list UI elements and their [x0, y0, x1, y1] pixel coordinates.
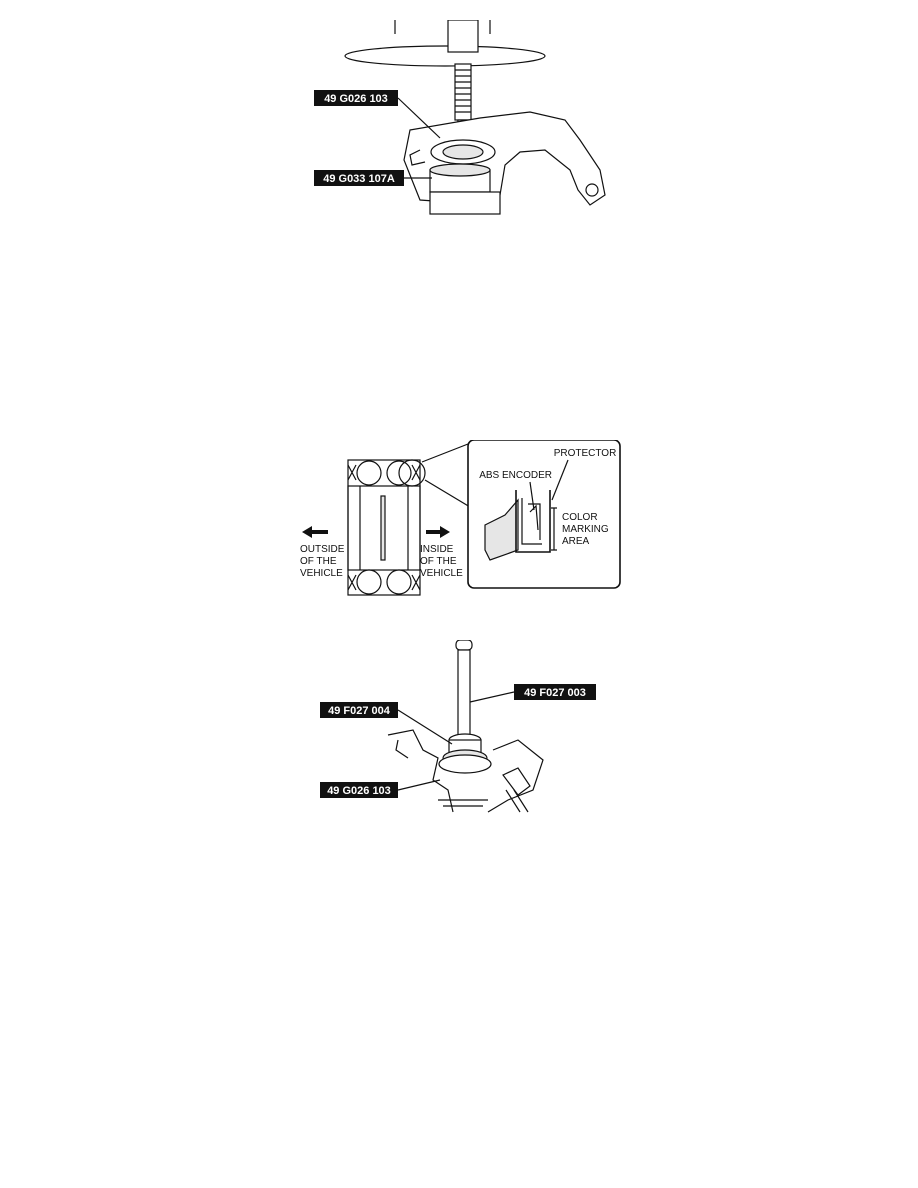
svg-text:49 F027 004: 49 F027 004	[328, 705, 391, 717]
svg-text:PROTECTOR: PROTECTOR	[554, 448, 617, 459]
svg-text:49 G033 107A: 49 G033 107A	[323, 173, 395, 185]
detail-leader	[421, 443, 476, 511]
callout-49-g026-103: 49 G026 103	[320, 779, 441, 798]
figure-press-installation: 49 G026 103 49 G033 107A	[314, 20, 606, 215]
installer-handle	[455, 640, 473, 741]
callout-49-f027-004: 49 F027 004	[320, 702, 453, 745]
press-frame	[394, 20, 491, 34]
press-plate	[344, 45, 546, 67]
svg-text:MARKING: MARKING	[562, 524, 609, 535]
label-inside: INSIDE OF THE VEHICLE	[420, 544, 463, 579]
detail-view: PROTECTOR ABS ENCODER COLOR MARKING AREA	[467, 440, 621, 589]
label-outside: OUTSIDE OF THE VEHICLE	[300, 544, 345, 579]
svg-text:49 G026 103: 49 G026 103	[327, 785, 391, 797]
arrow-inside-icon	[426, 526, 450, 538]
callout-49-f027-003: 49 F027 003	[469, 684, 596, 703]
installer-head	[438, 733, 492, 774]
support-tool	[429, 163, 501, 215]
svg-text:OUTSIDE: OUTSIDE	[300, 544, 345, 555]
steering-knuckle	[387, 729, 544, 813]
arrow-outside-icon	[302, 526, 328, 538]
svg-text:49 F027 003: 49 F027 003	[524, 687, 586, 699]
figure-bearing-orientation: OUTSIDE OF THE VEHICLE INSIDE OF THE VEH…	[300, 440, 621, 596]
svg-text:VEHICLE: VEHICLE	[300, 568, 343, 579]
svg-text:OF THE: OF THE	[420, 556, 457, 567]
figure-installer-handle: 49 F027 003 49 F027 004 49 G026 103	[320, 640, 596, 813]
svg-text:49 G026 103: 49 G026 103	[324, 93, 388, 105]
threaded-rod	[454, 63, 472, 121]
press-ram	[447, 20, 479, 53]
svg-text:VEHICLE: VEHICLE	[420, 568, 463, 579]
svg-text:OF THE: OF THE	[300, 556, 337, 567]
callout-49-g026-103: 49 G026 103	[314, 90, 441, 139]
svg-text:COLOR: COLOR	[562, 512, 598, 523]
svg-text:AREA: AREA	[562, 536, 590, 547]
svg-text:ABS ENCODER: ABS ENCODER	[479, 470, 552, 481]
svg-text:INSIDE: INSIDE	[420, 544, 454, 555]
bearing-cross-section	[347, 459, 426, 596]
callout-49-g033-107a: 49 G033 107A	[314, 170, 432, 186]
